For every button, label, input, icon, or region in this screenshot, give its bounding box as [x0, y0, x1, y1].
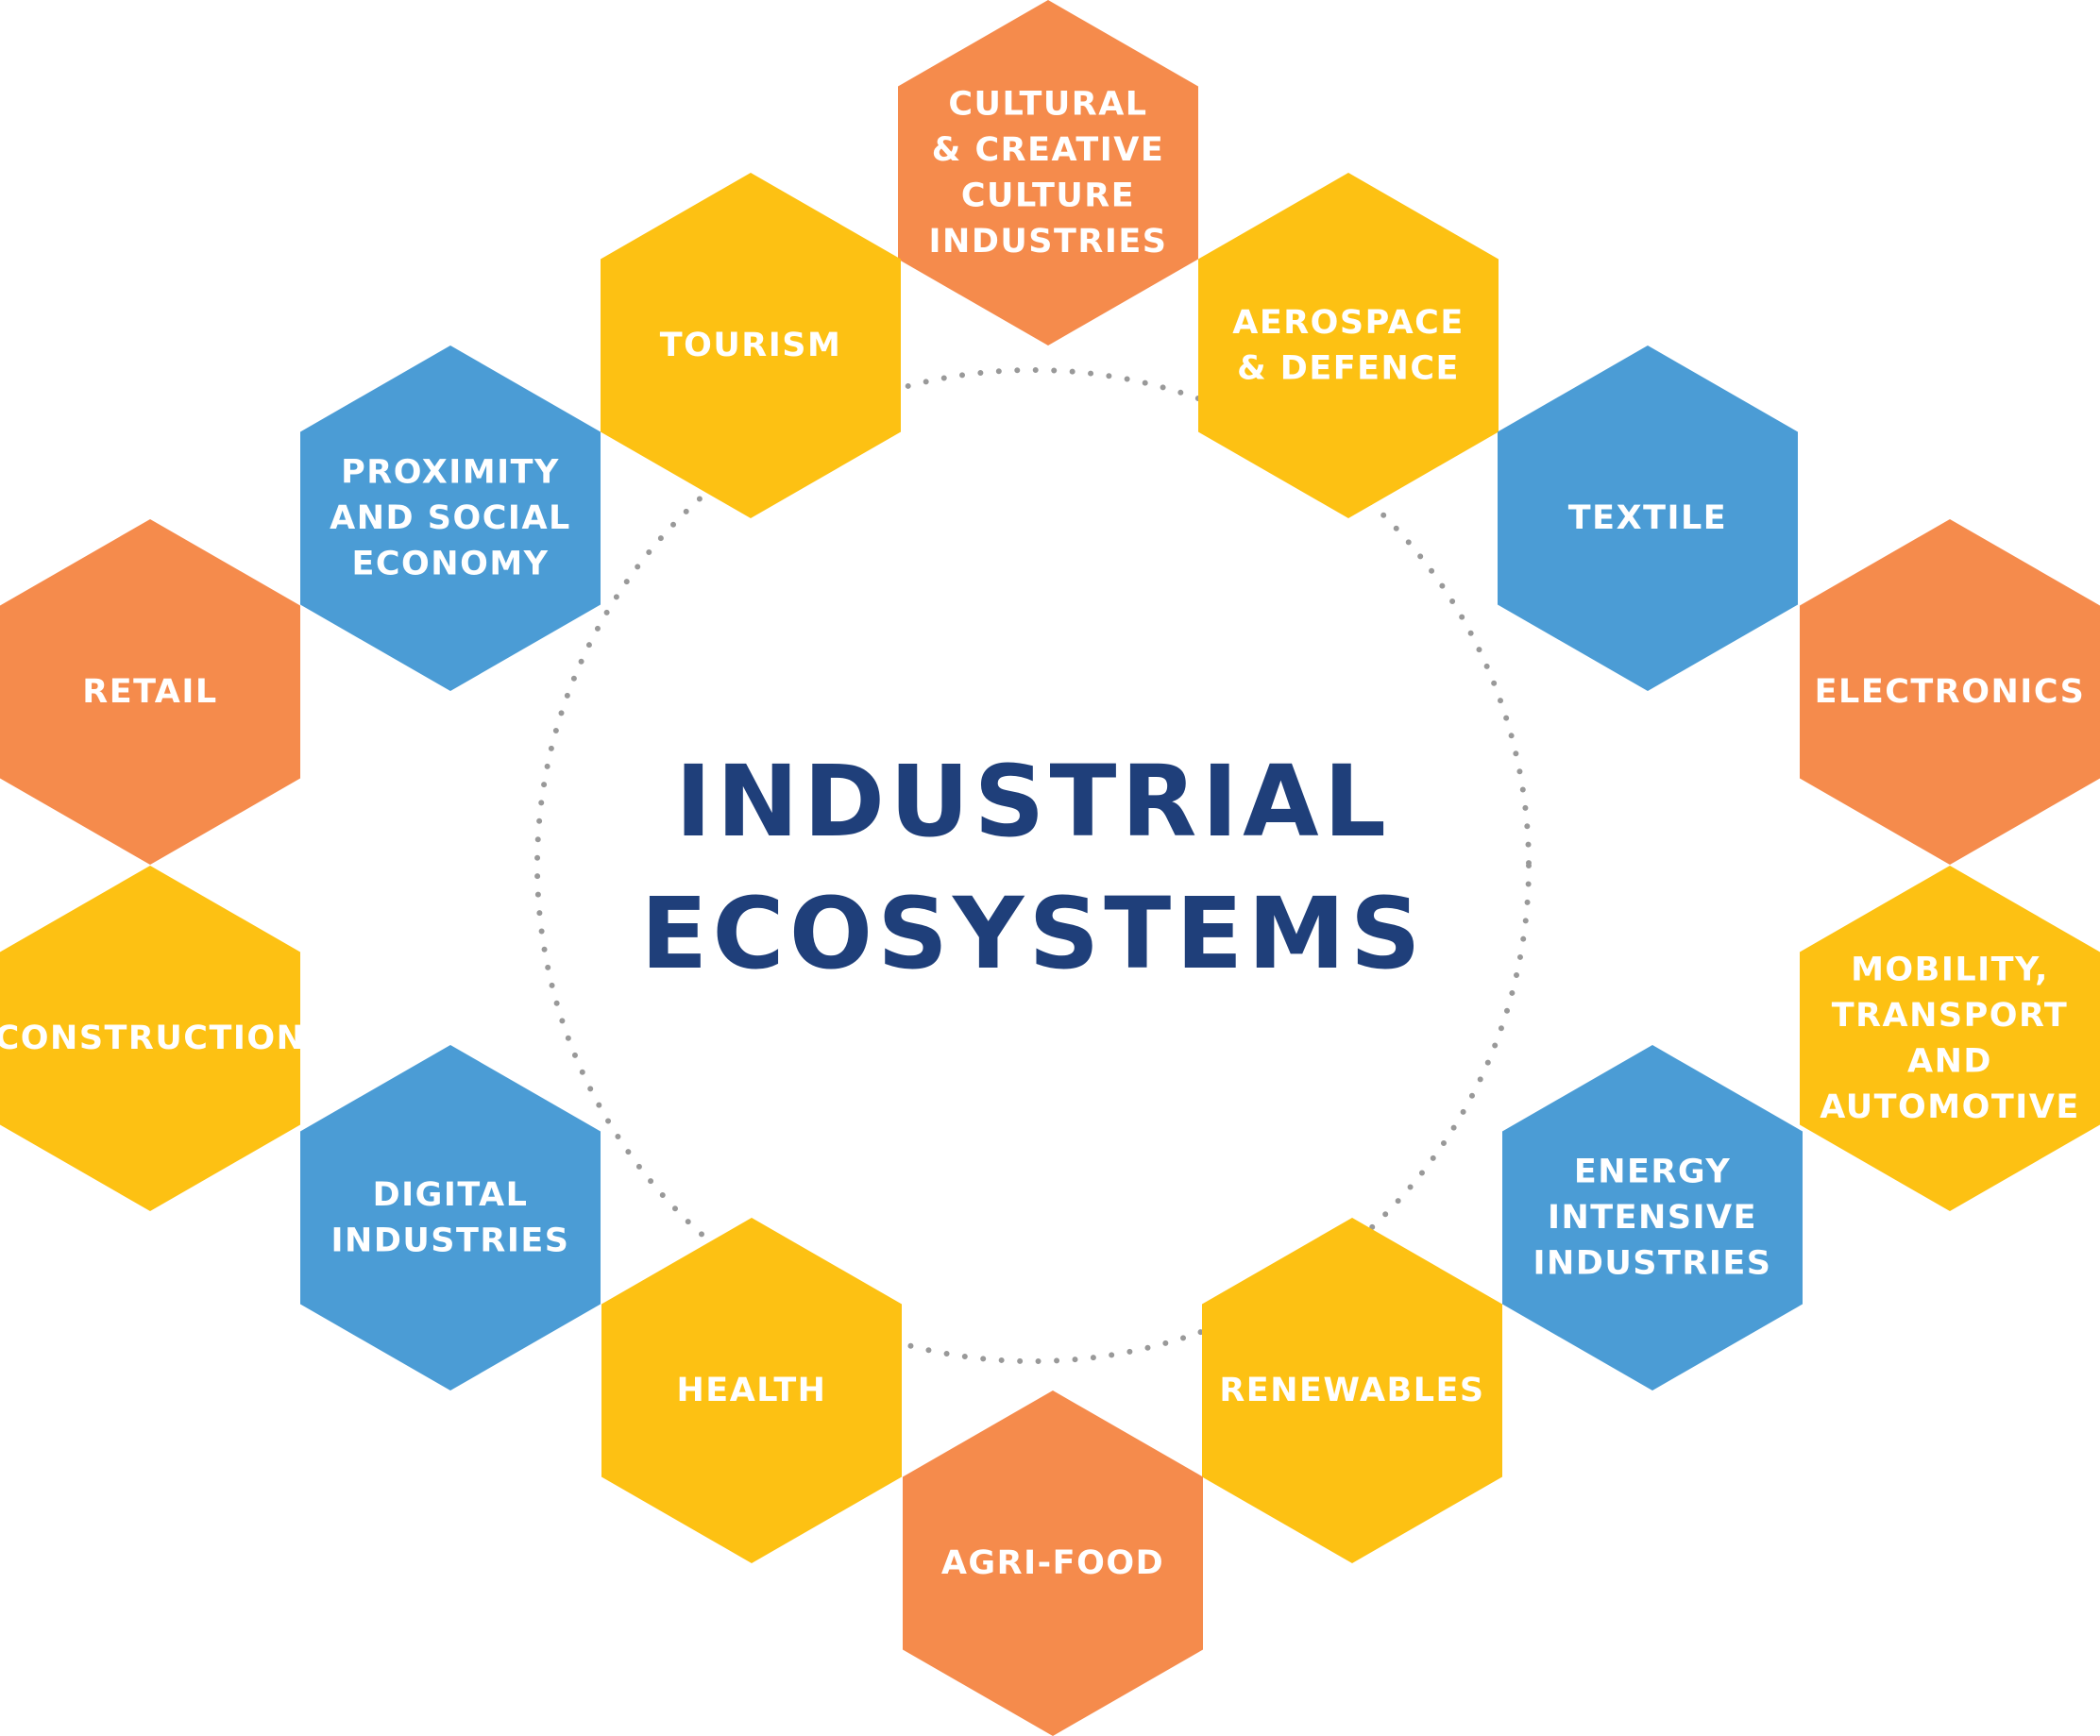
hexagon-label-line: CULTURE — [961, 177, 1135, 214]
hexagon-renewables: RENEWABLES — [1202, 1218, 1502, 1563]
hexagon-label-line: ECONOMY — [351, 546, 549, 583]
hexagon-label-line: AGRI-FOOD — [941, 1544, 1164, 1582]
hexagon-shape — [0, 519, 300, 865]
center-title-line-2: ECOSYSTEMS — [640, 876, 1425, 991]
hexagon-label-line: DIGITAL — [373, 1176, 529, 1214]
hexagon-shape — [898, 0, 1198, 346]
hexagon-label-line: INTENSIVE — [1548, 1199, 1757, 1237]
hexagon-label-line: TRANSPORT — [1832, 997, 2069, 1035]
hexagon-label-line: & DEFENCE — [1237, 349, 1460, 387]
hexagon-shape — [1498, 346, 1798, 691]
hexagon-shape — [1198, 173, 1499, 518]
hexagon-aerospace-defence: AEROSPACE & DEFENCE — [1198, 173, 1499, 518]
hexagon-label-line: MOBILITY, — [1851, 951, 2049, 988]
hexagon-shape — [1800, 519, 2100, 865]
dotted-ring — [534, 367, 1532, 1364]
hexagon-shape — [1800, 866, 2100, 1211]
hexagon-shape — [300, 1045, 601, 1390]
hexagon-label-line: AND — [1907, 1042, 1992, 1080]
hexagon-shape — [0, 866, 300, 1211]
hexagon-shape — [1202, 1218, 1502, 1563]
hexagon-label-line: CULTURAL — [948, 85, 1147, 123]
hexagon-shape — [601, 173, 901, 518]
hexagon-agri-food: AGRI-FOOD — [903, 1390, 1203, 1736]
hexagon-mobility: MOBILITY, TRANSPORT AND AUTOMOTIVE — [1800, 866, 2100, 1211]
hexagon-label-line: HEALTH — [677, 1372, 827, 1409]
hexagon-label-line: TOURISM — [660, 327, 842, 364]
hexagon-electronics: ELECTRONICS — [1800, 519, 2100, 865]
hexagon-label-line: & CREATIVE — [932, 131, 1165, 169]
hexagon-tourism: TOURISM — [601, 173, 901, 518]
hexagon-label-line: CONSTRUCTION — [0, 1020, 305, 1057]
hexagon-retail: RETAIL — [0, 519, 300, 865]
hexagon-shape — [601, 1218, 902, 1563]
hexagon-construction: CONSTRUCTION — [0, 866, 305, 1211]
hexagon-label-line: ELECTRONICS — [1815, 673, 2086, 711]
hexagon-shape — [903, 1390, 1203, 1736]
center-title-line-1: INDUSTRIAL — [675, 744, 1391, 859]
hexagon-health: HEALTH — [601, 1218, 902, 1563]
hexagon-label-line: PROXIMITY — [341, 454, 560, 492]
hexagon-proximity-social: PROXIMITY AND SOCIAL ECONOMY — [300, 346, 601, 691]
hexagon-label-line: AUTOMOTIVE — [1820, 1088, 2080, 1126]
hexagon-label-line: INDUSTRIES — [1533, 1245, 1772, 1283]
hexagon-label-line: RETAIL — [82, 673, 217, 711]
hexagon-digital: DIGITAL INDUSTRIES — [300, 1045, 601, 1390]
hexagon-textile: TEXTILE — [1498, 346, 1798, 691]
hexagon-cultural-creative: CULTURAL & CREATIVE CULTURE INDUSTRIES — [898, 0, 1198, 346]
hexagon-energy-intensive: ENERGY INTENSIVE INDUSTRIES — [1502, 1045, 1803, 1390]
hexagon-label-line: TEXTILE — [1568, 499, 1727, 537]
hexagon-label-line: RENEWABLES — [1219, 1372, 1484, 1409]
hexagon-label-line: INDUSTRIES — [331, 1222, 570, 1259]
hexagon-shape — [300, 346, 601, 691]
hexagon-label-line: AEROSPACE — [1232, 304, 1465, 342]
hexagon-label-line: INDUSTRIES — [929, 223, 1168, 261]
hexagon-shape — [1502, 1045, 1803, 1390]
hexagon-label-line: AND SOCIAL — [330, 499, 571, 537]
hexagon-label-line: ENERGY — [1574, 1154, 1731, 1191]
